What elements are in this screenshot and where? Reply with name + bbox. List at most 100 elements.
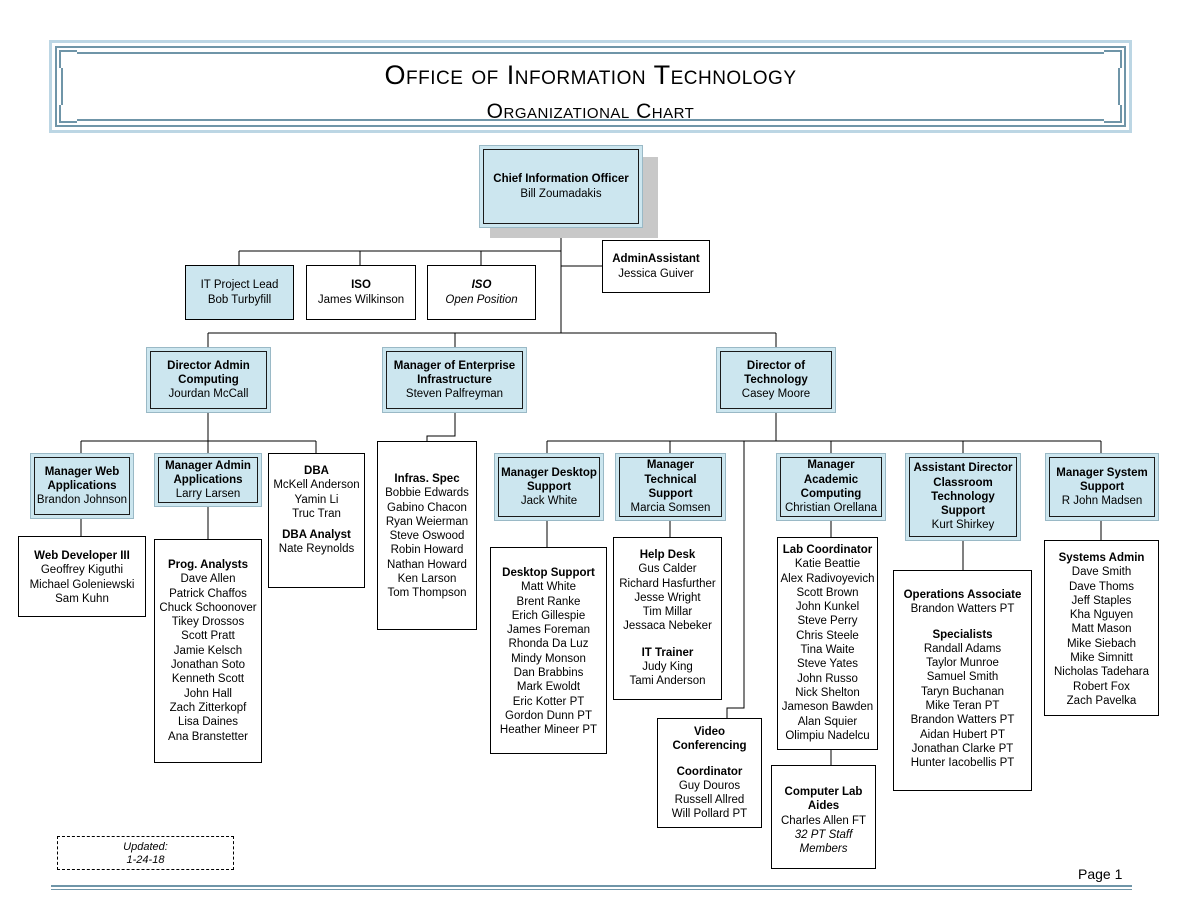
lab-coordinator-name: Chris Steele	[796, 629, 859, 642]
manager-technical-name: Marcia Somsen	[630, 502, 711, 515]
desktop-support-name: Eric Kotter PT	[512, 695, 585, 708]
systems-admin-name: Kha Nguyen	[1069, 609, 1134, 622]
desktop-support-name: Gordon Dunn PT	[505, 709, 592, 722]
manager-web-apps-title: Manager Web Applications	[44, 465, 120, 492]
iso-open-name: Open Position	[445, 293, 518, 306]
assistant-director-name: Kurt Shirkey	[931, 519, 995, 532]
manager-web-apps-box: Manager Web Applications Brandon Johnson	[30, 453, 134, 519]
lab-coordinator-name: Nick Shelton	[795, 686, 860, 699]
systems-admin-name: Robert Fox	[1073, 680, 1130, 693]
infras-spec-name: Robin Howard	[390, 544, 464, 557]
iso-box: ISO James Wilkinson	[306, 265, 416, 320]
prog-analyst-name: Scott Pratt	[181, 630, 235, 643]
infras-spec-title: Infras. Spec	[394, 473, 460, 485]
lab-coordinator-name: Steve Yates	[797, 658, 858, 671]
help-desk-name: Tim Millar	[642, 606, 693, 619]
systems-admin-name: Matt Mason	[1071, 623, 1132, 636]
systems-admin-name: Mike Siebach	[1066, 637, 1137, 650]
page-subtitle: Organizational Chart	[486, 100, 695, 123]
manager-system-name: R John Madsen	[1061, 495, 1143, 508]
dba-name: Truc Tran	[292, 507, 341, 520]
desktop-support-name: Heather Mineer PT	[499, 724, 598, 737]
cio-title: Chief Information Officer	[493, 173, 629, 186]
desktop-support-name: Brent Ranke	[516, 595, 581, 608]
admin-assistant-title: AdminAssistant	[612, 253, 700, 266]
systems-admin-name: Nicholas Tadehara	[1053, 666, 1150, 679]
prog-analyst-name: John Hall	[184, 687, 232, 700]
lab-coordinator-box: Lab Coordinator Katie Beattie Alex Radiv…	[777, 537, 878, 750]
web-developer-box: Web Developer III Geoffrey Kiguthi Micha…	[18, 536, 146, 617]
help-desk-name: Jessaca Nebeker	[623, 620, 712, 633]
computer-lab-aides-note: 32 PT Staff Members	[794, 828, 853, 856]
manager-desktop-name: Jack White	[520, 495, 578, 508]
prog-analyst-name: Tikey Drossos	[171, 616, 245, 629]
lab-coordinator-name: Scott Brown	[796, 586, 859, 599]
updated-label: Updated:	[123, 841, 168, 853]
infras-spec-name: Bobbie Edwards	[385, 487, 469, 500]
manager-academic-box: Manager Academic Computing Christian Ore…	[776, 453, 886, 521]
dba-name: Yamin Li	[294, 493, 339, 506]
specialist-name: Randall Adams	[923, 642, 1002, 655]
updated-date: 1-24-18	[126, 854, 165, 866]
it-trainer-name: Tami Anderson	[629, 675, 706, 688]
page-number: Page 1	[1078, 866, 1123, 882]
systems-admin-name: Dave Thoms	[1069, 580, 1134, 593]
desktop-support-name: Matt White	[521, 581, 576, 594]
admin-assistant-box: AdminAssistant Jessica Guiver	[602, 240, 710, 293]
specialist-name: Hunter Iacobellis PT	[910, 757, 1015, 770]
desktop-support-box: Desktop Support Matt White Brent Ranke E…	[490, 547, 607, 754]
infras-spec-name: Gabino Chacon	[387, 501, 467, 514]
manager-admin-apps-name: Larry Larsen	[175, 488, 241, 501]
desktop-support-name: Erich Gillespie	[511, 609, 586, 622]
connector-line	[546, 413, 1102, 453]
manager-admin-apps-box: Manager Admin Applications Larry Larsen	[154, 453, 262, 507]
cio-name: Bill Zoumadakis	[520, 187, 602, 200]
video-conferencing-name: Will Pollard PT	[671, 808, 748, 821]
prog-analyst-name: Patrick Chaffos	[169, 587, 247, 600]
desktop-support-name: Mindy Monson	[511, 652, 586, 665]
specialist-name: Taylor Munroe	[926, 657, 999, 670]
specialists-title: Specialists	[932, 628, 993, 641]
dba-analyst-title: DBA Analyst	[282, 529, 351, 542]
iso-open-box: ISO Open Position	[427, 265, 536, 320]
assistant-director-title: Assistant Director Classroom Technology …	[913, 462, 1013, 518]
header-banner: Office of Information Technology Organiz…	[49, 40, 1132, 133]
director-admin-name: Jourdan McCall	[168, 388, 249, 401]
specialist-name: Aidan Hubert PT	[919, 728, 1005, 741]
manager-enterprise-title: Manager of Enterprise Infrastructure	[393, 359, 516, 386]
page-title: Office of Information Technology	[384, 60, 797, 90]
manager-academic-name: Christian Orellana	[784, 502, 878, 515]
help-desk-name: Jesse Wright	[634, 591, 701, 604]
director-technology-title: Director of Technology	[744, 359, 808, 386]
director-admin-title: Director Admin Computing	[167, 359, 250, 386]
it-trainer-name: Judy King	[642, 661, 693, 674]
it-project-lead-name: Bob Turbyfill	[207, 293, 272, 306]
lab-coordinator-name: John Russo	[797, 672, 858, 685]
infras-spec-name: Ken Larson	[397, 573, 457, 586]
prog-analyst-name: Dave Allen	[180, 573, 236, 586]
dba-analyst-name: Nate Reynolds	[278, 543, 355, 556]
desktop-support-name: Mark Ewoldt	[516, 681, 581, 694]
prog-analyst-name: Zach Zitterkopf	[169, 701, 247, 714]
help-desk-name: Gus Calder	[638, 563, 697, 576]
connector-line	[238, 250, 561, 265]
lab-coordinator-name: Olimpiu Nadelcu	[785, 729, 870, 742]
video-conferencing-name: Guy Douros	[678, 779, 741, 792]
web-developer-name: Michael Goleniewski	[29, 578, 135, 591]
computer-lab-aides-box: Computer Lab Aides Charles Allen FT 32 P…	[771, 765, 876, 869]
lab-coordinator-name: Katie Beattie	[794, 558, 861, 571]
specialist-name: Brandon Watters PT	[910, 714, 1015, 727]
operations-name: Brandon Watters PT	[910, 603, 1015, 616]
manager-enterprise-box: Manager of Enterprise Infrastructure Ste…	[382, 347, 527, 413]
manager-technical-box: Manager Technical Support Marcia Somsen	[615, 453, 726, 521]
connector-line	[546, 521, 1102, 570]
help-desk-name: Richard Hasfurther	[619, 577, 716, 590]
systems-admin-title: Systems Admin	[1058, 552, 1145, 564]
operations-box: Operations Associate Brandon Watters PT …	[893, 570, 1032, 791]
manager-web-apps-name: Brandon Johnson	[36, 494, 128, 507]
web-developer-name: Sam Kuhn	[55, 592, 109, 605]
connector-line	[80, 507, 209, 539]
manager-system-title: Manager System Support	[1056, 466, 1148, 493]
web-developer-name: Geoffrey Kiguthi	[40, 564, 124, 577]
